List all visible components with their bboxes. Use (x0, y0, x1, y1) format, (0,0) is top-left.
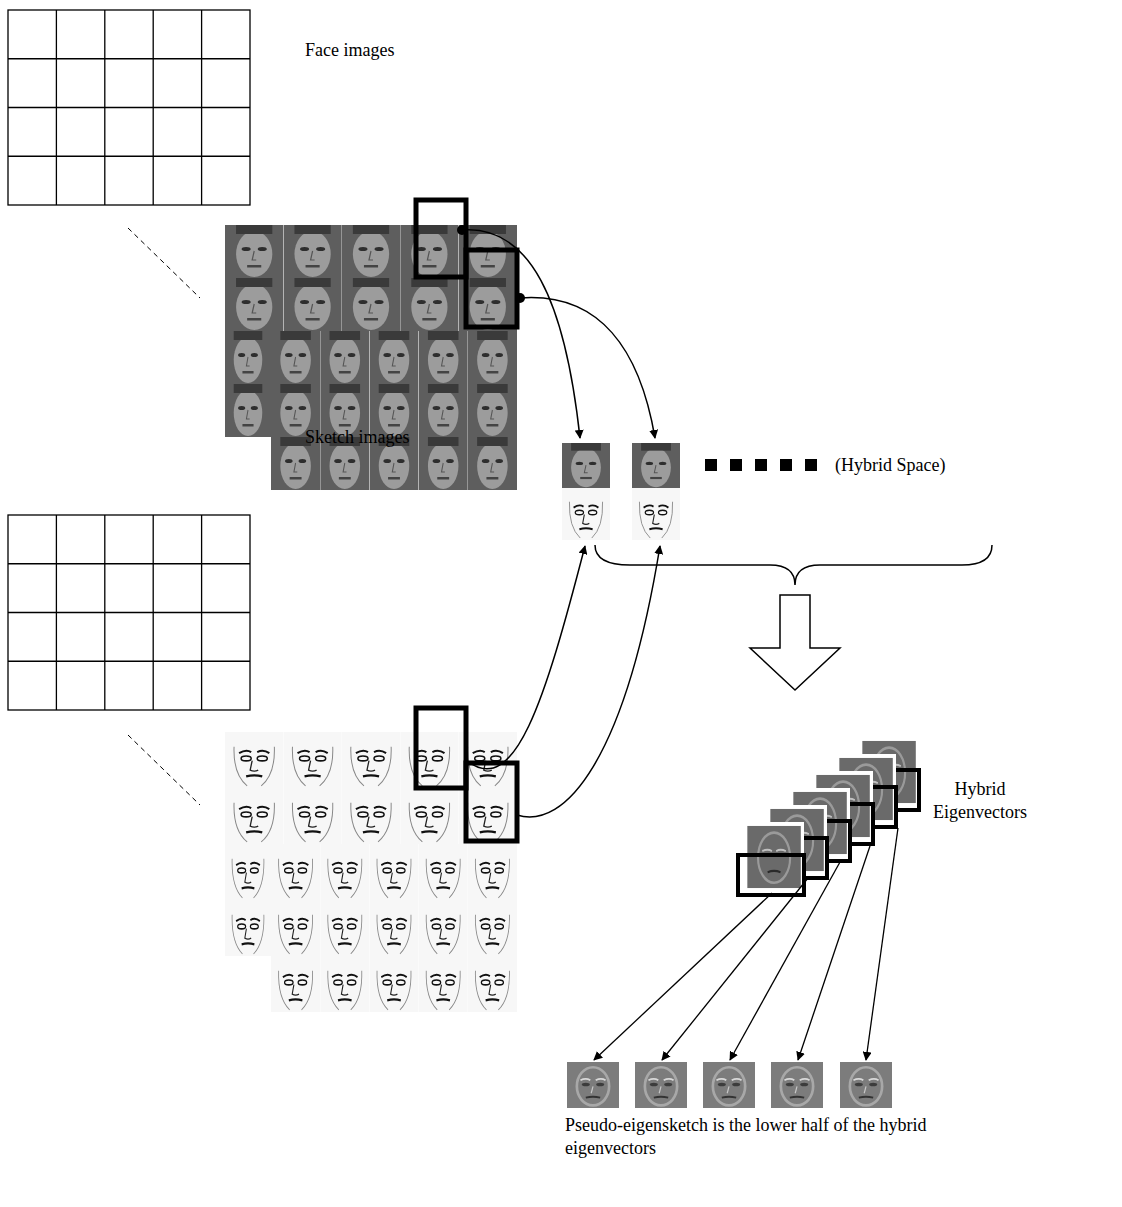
sketch-grid (8, 515, 250, 710)
highlight-box (416, 708, 517, 841)
dashed-leader (128, 228, 200, 298)
dashed-leader (128, 735, 200, 805)
text-label: Pseudo-eigensketch is the lower half of … (565, 1114, 985, 1159)
ellipsis-squares (705, 459, 817, 471)
arrow-dot (457, 225, 467, 235)
block-arrow (750, 595, 840, 690)
face-grid (8, 10, 250, 205)
straight-arrow (594, 828, 898, 1060)
face-mosaic (225, 225, 517, 490)
sketch-mosaic (225, 732, 517, 1012)
text-label: Hybrid Eigenvectors (930, 778, 1030, 823)
curved-arrow (462, 230, 660, 817)
hybrid-pair (562, 443, 680, 540)
text-label: (Hybrid Space) (835, 454, 945, 477)
text-label: Face images (305, 39, 394, 62)
brace (595, 545, 992, 585)
text-label: Sketch images (305, 426, 409, 449)
pseudo-eigensketch (567, 1062, 892, 1108)
highlight-box (416, 200, 517, 327)
arrow-dot (515, 293, 525, 303)
